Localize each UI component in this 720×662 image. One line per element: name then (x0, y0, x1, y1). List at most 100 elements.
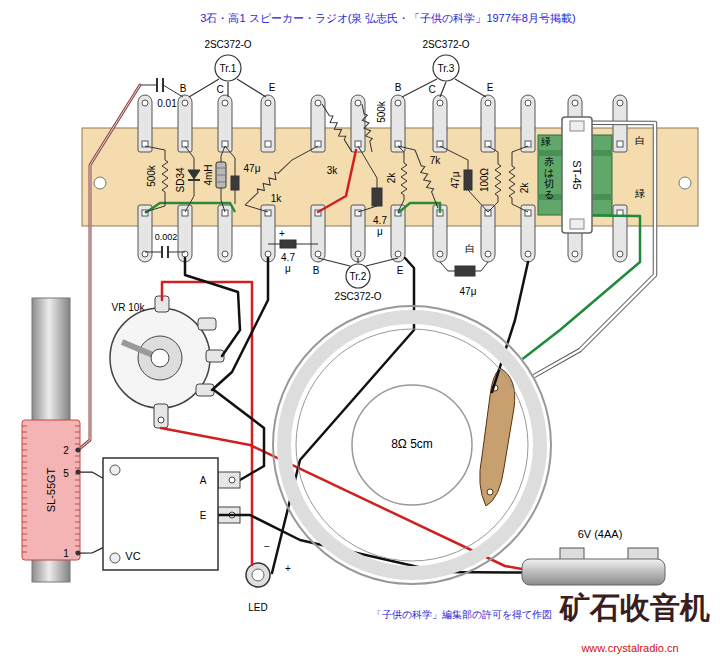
speaker-spec: 8Ω 5cm (391, 438, 433, 451)
bar-antenna-outline (76, 470, 81, 475)
hookup-wire (214, 390, 264, 480)
part-number: 2SC372-O (334, 291, 381, 302)
resistor-symbol (412, 149, 441, 209)
led (246, 563, 270, 587)
bar-antenna-outline (75, 480, 80, 481)
component-label: − (264, 541, 270, 552)
component-label: 白 (465, 243, 475, 254)
speaker-cone-outline (284, 317, 540, 573)
terminal-name: E (200, 510, 207, 521)
output-transformer-outline (570, 121, 584, 131)
bar-antenna-outline (75, 510, 80, 511)
bar-antenna-outline (75, 426, 80, 427)
bar-antenna-outline (22, 298, 80, 582)
speaker-cone: 8Ω 5cm (272, 305, 552, 585)
speaker-terminal (480, 368, 515, 506)
solder-lug (351, 95, 365, 152)
component-label: 3k (327, 165, 338, 176)
volume-control (198, 318, 216, 330)
transistor-leads (189, 79, 486, 266)
hookup-wire (212, 258, 268, 390)
bar-antenna-outline (22, 426, 27, 427)
wire-outline (534, 123, 655, 376)
bar-antenna-outline (22, 516, 27, 517)
speaker-cone-outline (352, 385, 472, 505)
solder-lug (311, 205, 325, 262)
terminal-board (679, 177, 691, 189)
component-label: E (397, 265, 404, 276)
hookup-wire (318, 150, 356, 212)
bar-antenna-outline (22, 546, 27, 547)
solder-lug (481, 95, 495, 152)
component-label: 47μ (460, 286, 477, 297)
bar-antenna-outline (22, 486, 27, 487)
volume-control (154, 404, 168, 428)
part-number: ST-45 (571, 160, 583, 189)
bar-antenna-outline (22, 468, 27, 469)
bar-antenna-outline (22, 552, 27, 553)
watermark: www.crystalradio.cn (581, 642, 678, 654)
component-label: 47μ (244, 163, 261, 174)
speaker-terminal (480, 368, 515, 506)
bar-antenna-outline (22, 444, 27, 445)
component-label: B (180, 83, 187, 94)
component-label: 1 (63, 548, 69, 559)
diode-symbol (188, 179, 200, 181)
terminal-name: A (200, 475, 207, 486)
transistor-circle-outline (346, 264, 370, 288)
component-label: SD34 (175, 167, 186, 192)
solder-lug (433, 205, 447, 262)
bar-antenna-outline (76, 448, 81, 453)
solder-lug (351, 205, 365, 262)
terminal-board (94, 177, 106, 189)
bar-antenna: SL-55GT (22, 298, 80, 582)
resistor-symbol (292, 146, 318, 160)
bar-antenna-outline (76, 551, 81, 556)
capacitor-symbol (145, 252, 185, 253)
hookup-wire (78, 85, 140, 450)
bar-antenna-outline (75, 462, 80, 463)
speaker-terminal (487, 489, 493, 495)
diode-symbol (185, 146, 200, 212)
component-label: + (285, 563, 291, 574)
bar-antenna-outline (22, 498, 27, 499)
bar-antenna-outline (75, 522, 80, 523)
resistor-symbol (245, 205, 268, 212)
transistor-circle: 2SC372-OTr.1 (214, 54, 242, 82)
bar-antenna-outline (75, 498, 80, 499)
component-label: 2k (519, 183, 530, 194)
electrolytic-capacitor (231, 176, 239, 190)
bar-antenna-outline (22, 474, 27, 475)
component-label: 赤は切る (544, 156, 554, 200)
transistor-label: Tr.1 (220, 63, 237, 74)
component-label: 緑 (541, 136, 551, 147)
bar-antenna-outline (22, 534, 27, 535)
speaker-cone-outline (296, 329, 528, 561)
resistor-symbol (243, 158, 294, 207)
hookup-wire (78, 85, 140, 450)
volume-control (110, 296, 224, 428)
solder-lug (481, 205, 495, 262)
part-name: VC (125, 550, 140, 562)
bar-antenna-outline (22, 528, 27, 529)
speaker-cone-outline (273, 306, 551, 584)
terminal-board (82, 128, 698, 226)
choke-coil (216, 162, 226, 188)
terminal-board (82, 128, 698, 226)
solder-lug (218, 95, 232, 152)
component-label: B (313, 265, 320, 276)
capacitor-symbol (140, 78, 185, 258)
resistor-symbol (509, 146, 528, 212)
resistor-symbol (319, 102, 354, 153)
transistor-circle-outline (433, 55, 459, 81)
component-label: 100Ω (479, 168, 490, 192)
solder-lug (613, 205, 627, 262)
bar-antenna-outline (22, 504, 27, 505)
component-label: 47μ (450, 172, 461, 189)
volume-control (151, 349, 169, 367)
output-transformer-outline (562, 117, 592, 233)
electrolytic-capacitor (455, 266, 475, 276)
transistor-label: Tr.2 (350, 271, 367, 282)
solder-lug (138, 205, 152, 262)
battery-holder-outline (522, 556, 665, 586)
